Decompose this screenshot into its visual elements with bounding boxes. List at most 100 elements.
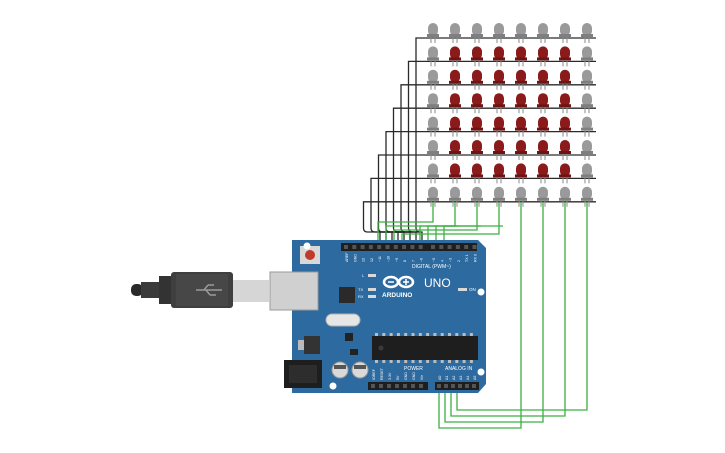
crystal bbox=[325, 313, 361, 327]
led bbox=[559, 140, 571, 160]
header-pin[interactable] bbox=[377, 245, 382, 249]
led bbox=[493, 46, 505, 67]
digital-pin-label: 8 bbox=[403, 260, 407, 262]
header-pin[interactable] bbox=[431, 245, 435, 249]
led bbox=[537, 23, 549, 43]
usb-cable[interactable] bbox=[131, 272, 269, 308]
led bbox=[581, 93, 593, 114]
power-pin-label: Vin bbox=[420, 375, 424, 380]
led bbox=[471, 116, 483, 137]
digital-pin-label: RX 0 bbox=[474, 254, 478, 262]
header-pin[interactable] bbox=[387, 384, 391, 388]
led bbox=[493, 140, 505, 160]
led bbox=[515, 69, 527, 90]
header-pin[interactable] bbox=[352, 245, 357, 249]
digital-pin-label: ~11 bbox=[378, 256, 382, 262]
led bbox=[449, 69, 461, 90]
header-pin[interactable] bbox=[444, 384, 448, 388]
column-wire bbox=[456, 202, 588, 411]
led-rx-label: RX bbox=[358, 294, 364, 299]
arduino-uno-board[interactable]: ARDUINO UNO DIGITAL (PWM~) ON L TX RX PO… bbox=[269, 240, 486, 393]
analog-pin-label: A2 bbox=[452, 376, 456, 380]
led bbox=[537, 186, 549, 207]
header-pin[interactable] bbox=[455, 245, 460, 249]
led bbox=[471, 140, 483, 160]
digital-pin-label: 4 bbox=[440, 260, 444, 262]
led bbox=[581, 140, 593, 160]
led bbox=[427, 46, 439, 67]
led bbox=[471, 186, 483, 207]
mount-hole bbox=[329, 382, 337, 390]
power-pin-label: IOREF bbox=[372, 368, 376, 380]
column-wire bbox=[450, 202, 566, 417]
led bbox=[515, 93, 527, 114]
led bbox=[427, 140, 439, 160]
mcu-chip bbox=[372, 336, 478, 360]
led bbox=[493, 23, 505, 43]
header-pin[interactable] bbox=[344, 245, 348, 249]
regulator bbox=[304, 336, 320, 354]
header-pin[interactable] bbox=[472, 384, 476, 388]
header-pin[interactable] bbox=[393, 245, 398, 249]
led-l bbox=[368, 274, 376, 277]
digital-pin-label: TX 1 bbox=[465, 254, 469, 262]
column-wire bbox=[443, 225, 503, 243]
led bbox=[427, 93, 439, 114]
led bbox=[581, 163, 593, 184]
led bbox=[581, 116, 593, 137]
header-pin[interactable] bbox=[402, 245, 407, 249]
led bbox=[515, 186, 527, 207]
header-pin[interactable] bbox=[395, 384, 399, 388]
header-pin[interactable] bbox=[447, 245, 452, 249]
digital-pin-label: ~9 bbox=[395, 258, 399, 262]
column-wire bbox=[444, 202, 544, 423]
led bbox=[537, 140, 549, 160]
led bbox=[515, 46, 527, 67]
led bbox=[471, 46, 483, 67]
led bbox=[427, 69, 439, 90]
led bbox=[559, 23, 571, 43]
header-pin[interactable] bbox=[368, 245, 373, 249]
header-pin[interactable] bbox=[464, 245, 469, 249]
power-pin-label: GND bbox=[412, 372, 416, 380]
header-pin[interactable] bbox=[385, 245, 390, 249]
power-pin-label: 3.3V bbox=[388, 372, 392, 380]
led bbox=[471, 93, 483, 114]
model-text: UNO bbox=[424, 276, 451, 290]
header-pin[interactable] bbox=[472, 245, 477, 249]
analog-label: ANALOG IN bbox=[445, 366, 473, 372]
usb-icon bbox=[196, 284, 222, 296]
led-on bbox=[458, 288, 467, 291]
header-pin[interactable] bbox=[411, 384, 415, 388]
header-pin[interactable] bbox=[439, 245, 444, 249]
header-pin[interactable] bbox=[418, 245, 423, 249]
header-pin[interactable] bbox=[458, 384, 462, 388]
led-tx-label: TX bbox=[358, 287, 363, 292]
header-pin[interactable] bbox=[437, 384, 441, 388]
power-pin-label: RESET bbox=[380, 367, 384, 380]
header-pin[interactable] bbox=[379, 384, 383, 388]
analog-header bbox=[435, 382, 479, 390]
header-pin[interactable] bbox=[403, 384, 407, 388]
digital-pin-label: 7 bbox=[411, 260, 415, 262]
digital-pin-label: ~3 bbox=[449, 258, 453, 262]
led bbox=[449, 140, 461, 160]
header-pin[interactable] bbox=[451, 384, 455, 388]
led bbox=[559, 93, 571, 114]
led bbox=[449, 46, 461, 67]
led bbox=[537, 46, 549, 67]
digital-pin-label: 13 bbox=[362, 258, 366, 262]
led bbox=[471, 69, 483, 90]
led-tx bbox=[368, 288, 376, 291]
header-pin[interactable] bbox=[360, 245, 365, 249]
led bbox=[581, 23, 593, 43]
led bbox=[559, 46, 571, 67]
digital-pin-label: AREF bbox=[345, 252, 349, 262]
header-pin[interactable] bbox=[371, 384, 375, 388]
analog-pin-label: A3 bbox=[459, 376, 463, 380]
led bbox=[559, 116, 571, 137]
header-pin[interactable] bbox=[410, 245, 415, 249]
header-pin[interactable] bbox=[419, 384, 423, 388]
header-pin[interactable] bbox=[465, 384, 469, 388]
